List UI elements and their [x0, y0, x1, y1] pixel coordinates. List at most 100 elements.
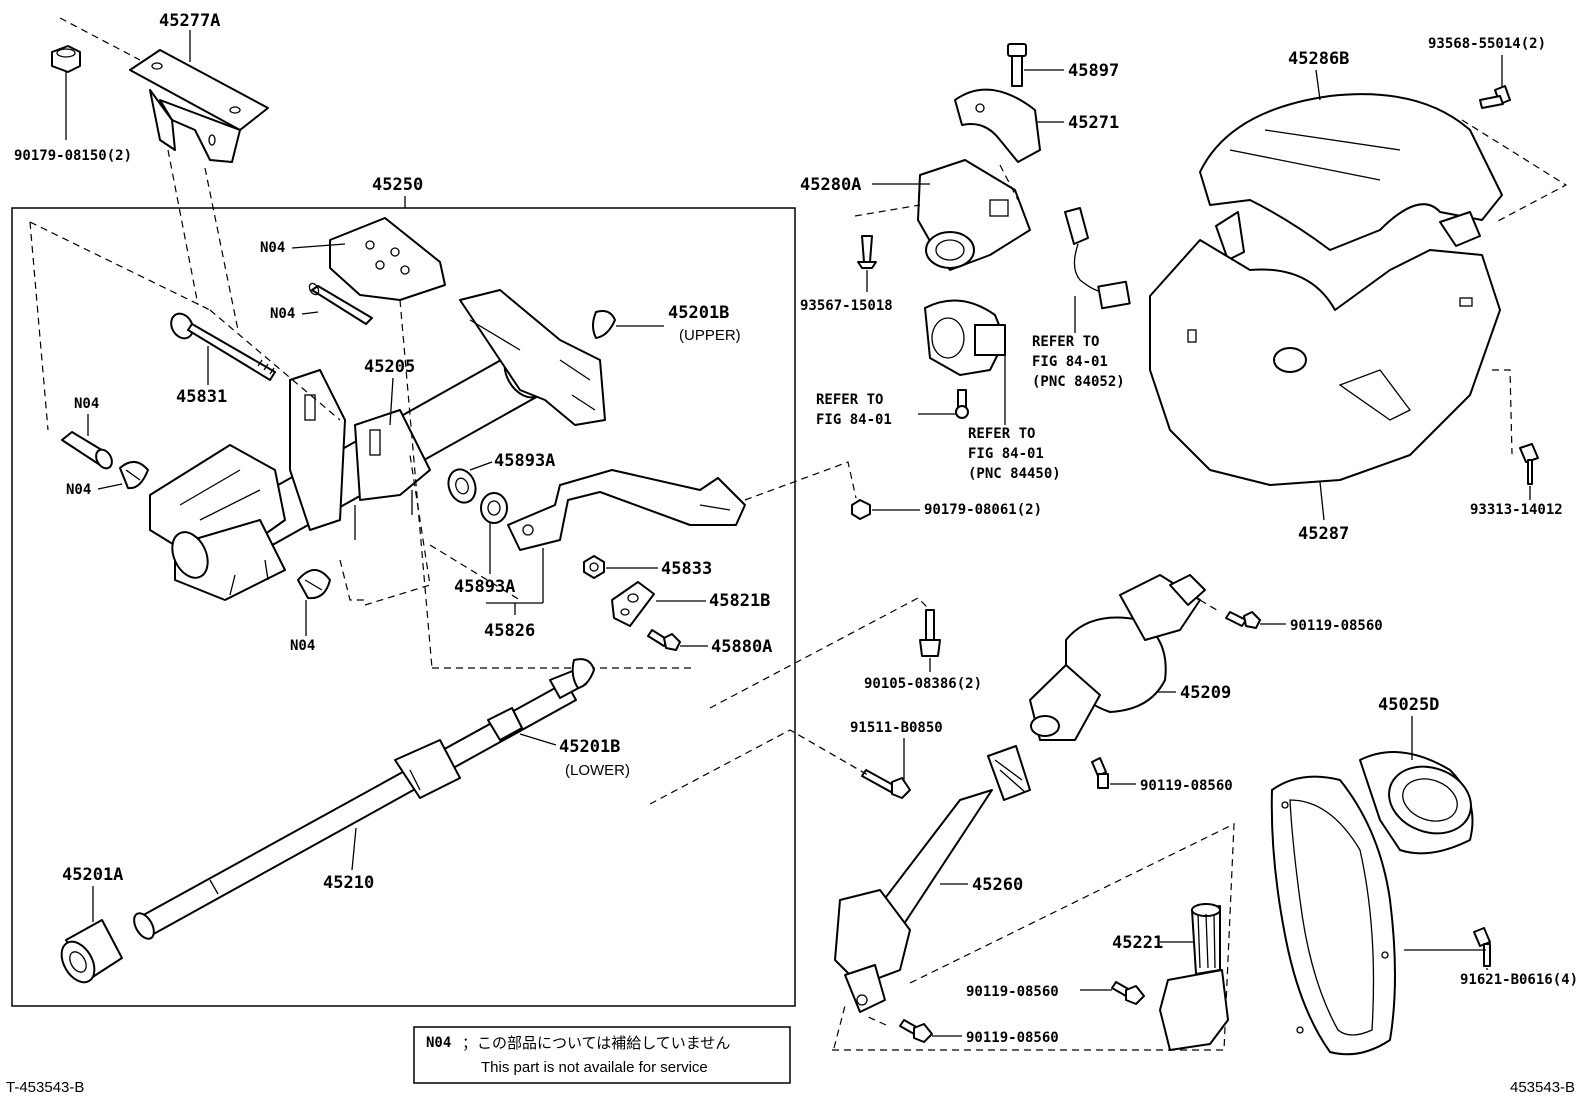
- part-N04-sleeve[interactable]: [61, 431, 115, 471]
- label-45821B[interactable]: 45821B: [709, 591, 770, 611]
- label-N04-sleeve[interactable]: N04: [74, 396, 99, 412]
- part-45210-steering-shaft[interactable]: [130, 667, 587, 942]
- footer-right-code: 453543-B: [1510, 1079, 1575, 1096]
- label-90179-08061[interactable]: 90179-08061(2): [924, 502, 1042, 518]
- part-N04-plate[interactable]: [329, 217, 446, 301]
- bolt-91621-B0616[interactable]: [1473, 927, 1491, 967]
- part-N04-pin[interactable]: [308, 282, 373, 325]
- part-45205-column-tube[interactable]: [149, 289, 606, 601]
- part-45833-nut[interactable]: [583, 555, 605, 579]
- ref3-line2: FIG 84-01: [968, 446, 1044, 462]
- label-45025D[interactable]: 45025D: [1378, 695, 1439, 715]
- label-N04-bottom[interactable]: N04: [290, 638, 315, 654]
- ref3-line1: REFER TO: [968, 426, 1035, 442]
- footer-left-code: T-453543-B: [6, 1079, 84, 1096]
- bolt-91511-B0850[interactable]: [861, 769, 911, 799]
- bolt-90105-08386[interactable]: [919, 609, 941, 657]
- part-45277A-bracket[interactable]: [129, 49, 269, 163]
- part-45271-clamp[interactable]: [954, 88, 1041, 163]
- label-90119-08560-c[interactable]: 90119-08560: [966, 984, 1059, 1000]
- bolt-90119-08560-a[interactable]: [1225, 611, 1261, 629]
- label-45893A-bottom[interactable]: 45893A: [454, 577, 515, 597]
- bolt-90119-08560-d[interactable]: [899, 1019, 933, 1043]
- part-45287-lower-cover[interactable]: [1149, 239, 1501, 486]
- part-45897-bolt[interactable]: [1007, 43, 1027, 87]
- screw-93567-15018[interactable]: [857, 235, 877, 269]
- part-45831-bolt[interactable]: [167, 310, 276, 381]
- part-N04-clip-bottom[interactable]: [297, 569, 331, 600]
- label-45880A[interactable]: 45880A: [711, 637, 772, 657]
- note-code: N04: [426, 1035, 451, 1051]
- part-45880A-bolt[interactable]: [647, 629, 681, 651]
- part-key-cylinder-switch[interactable]: [924, 299, 1006, 376]
- note-english: This part is not availale for service: [481, 1059, 708, 1076]
- label-90179-08150[interactable]: 90179-08150(2): [14, 148, 132, 164]
- ref2-line1: REFER TO: [816, 392, 883, 408]
- label-45201B-upper-sub[interactable]: (UPPER): [679, 327, 741, 344]
- part-45201B-lower-bushing[interactable]: [571, 658, 595, 689]
- bolt-90119-08560-c[interactable]: [1111, 981, 1145, 1005]
- label-93567-15018[interactable]: 93567-15018: [800, 298, 893, 314]
- part-45821B-plate[interactable]: [611, 581, 655, 627]
- label-45277A[interactable]: 45277A: [159, 11, 220, 31]
- nut-90179-08150[interactable]: [51, 45, 81, 73]
- part-45286B-upper-cover[interactable]: [1199, 93, 1503, 261]
- part-45893A-lower[interactable]: [480, 492, 508, 524]
- label-90119-08560-a[interactable]: 90119-08560: [1290, 618, 1383, 634]
- ref2-line2: FIG 84-01: [816, 412, 892, 428]
- ref3-line3: (PNC 84450): [968, 466, 1061, 482]
- part-45201A-bushing[interactable]: [55, 919, 123, 988]
- part-45209-intermediate-shaft[interactable]: [1029, 574, 1206, 741]
- label-45271[interactable]: 45271: [1068, 113, 1119, 133]
- screw-93568-55014[interactable]: [1479, 85, 1511, 109]
- label-93313-14012[interactable]: 93313-14012: [1470, 502, 1563, 518]
- label-45201B-upper[interactable]: 45201B: [668, 303, 729, 323]
- label-45221[interactable]: 45221: [1112, 933, 1163, 953]
- part-45201B-upper-bushing[interactable]: [592, 310, 616, 339]
- ref1-line2: FIG 84-01: [1032, 354, 1108, 370]
- label-45280A[interactable]: 45280A: [800, 175, 861, 195]
- note-box: [413, 1026, 791, 1084]
- label-93568-55014[interactable]: 93568-55014(2): [1428, 36, 1546, 52]
- part-45280A-lock-housing[interactable]: [917, 159, 1031, 271]
- part-45893A-upper[interactable]: [444, 466, 480, 507]
- nut-90179-08061[interactable]: [851, 499, 871, 520]
- ref1-line1: REFER TO: [1032, 334, 1099, 350]
- label-45833[interactable]: 45833: [661, 559, 712, 579]
- label-N04-plate[interactable]: N04: [260, 240, 285, 256]
- screw-93313-14012[interactable]: [1519, 443, 1539, 485]
- label-45209[interactable]: 45209: [1180, 683, 1231, 703]
- label-45201B-lower-sub[interactable]: (LOWER): [565, 762, 630, 779]
- part-N04-clip[interactable]: [119, 461, 149, 490]
- label-45201A[interactable]: 45201A: [62, 865, 123, 885]
- bolt-90119-08560-b[interactable]: [1091, 757, 1109, 789]
- label-45201B-lower[interactable]: 45201B: [559, 737, 620, 757]
- label-90119-08560-b[interactable]: 90119-08560: [1140, 778, 1233, 794]
- label-91511-B0850[interactable]: 91511-B0850: [850, 720, 943, 736]
- label-45826[interactable]: 45826: [484, 621, 535, 641]
- part-45025D-boot[interactable]: [1270, 751, 1481, 1056]
- label-45210[interactable]: 45210: [323, 873, 374, 893]
- label-45893A-top[interactable]: 45893A: [494, 451, 555, 471]
- screw-refer-84-01[interactable]: [955, 389, 969, 419]
- part-45260-lower-shaft[interactable]: [834, 745, 1031, 1013]
- part-45826-lever[interactable]: [507, 469, 746, 551]
- label-45250[interactable]: 45250: [372, 175, 423, 195]
- column-assembly-frame: [11, 207, 796, 1007]
- label-45205[interactable]: 45205: [364, 357, 415, 377]
- label-N04-clip[interactable]: N04: [66, 482, 91, 498]
- note-japanese: ；この部品については補給していません: [462, 1035, 730, 1052]
- label-45897[interactable]: 45897: [1068, 61, 1119, 81]
- label-90119-08560-d[interactable]: 90119-08560: [966, 1030, 1059, 1046]
- label-90105-08386[interactable]: 90105-08386(2): [864, 676, 982, 692]
- label-N04-pin[interactable]: N04: [270, 306, 295, 322]
- ref1-line3: (PNC 84052): [1032, 374, 1125, 390]
- label-45831[interactable]: 45831: [176, 387, 227, 407]
- label-45287[interactable]: 45287: [1298, 524, 1349, 544]
- label-45286B[interactable]: 45286B: [1288, 49, 1349, 69]
- label-91621-B0616[interactable]: 91621-B0616(4): [1460, 972, 1578, 988]
- part-45221-steering-joint[interactable]: [1159, 903, 1229, 1051]
- part-wire-connector[interactable]: [1064, 207, 1131, 310]
- label-45260[interactable]: 45260: [972, 875, 1023, 895]
